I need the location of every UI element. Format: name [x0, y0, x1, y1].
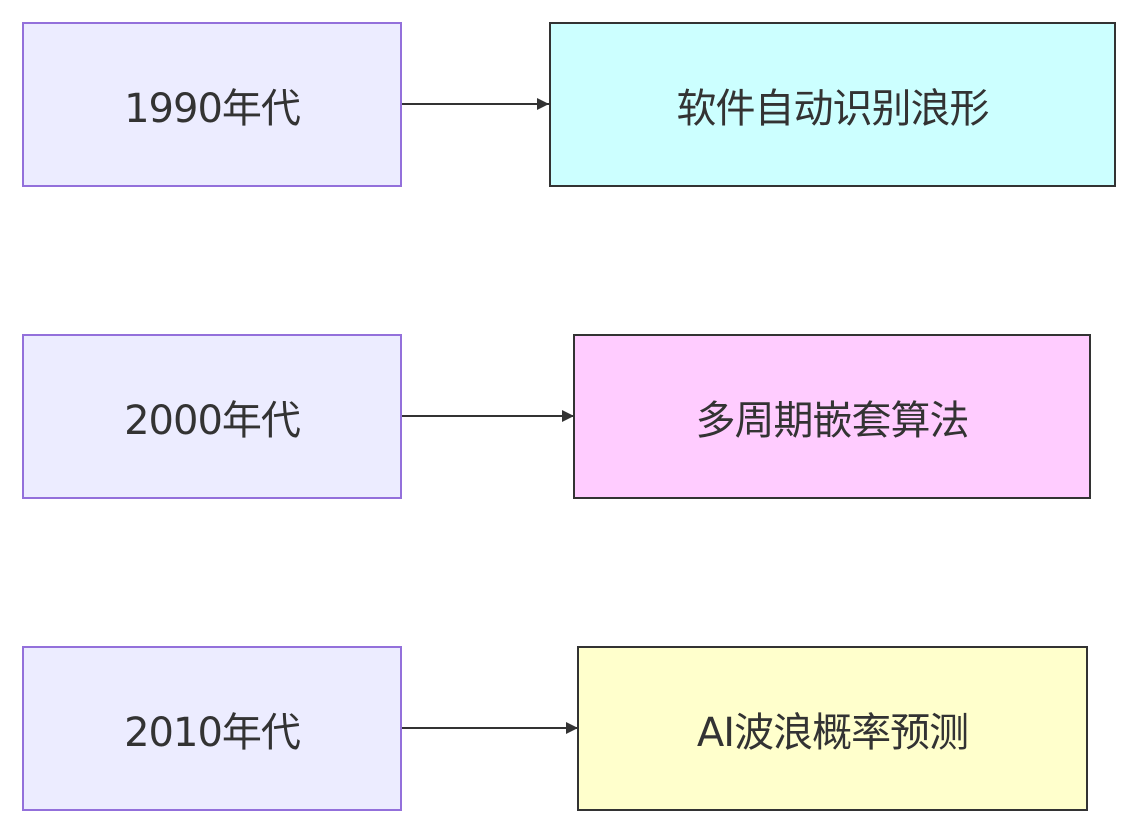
- era-node-1990s: 1990年代: [22, 22, 402, 187]
- era-node-label: 1990年代: [124, 85, 301, 132]
- tech-node-ai-wave-probability-prediction: AI波浪概率预测: [577, 646, 1088, 811]
- era-node-2000s: 2000年代: [22, 334, 402, 499]
- tech-node-label: 多周期嵌套算法: [695, 397, 970, 444]
- era-node-label: 2010年代: [124, 709, 301, 756]
- era-node-2010s: 2010年代: [22, 646, 402, 811]
- tech-node-software-auto-wave-recognition: 软件自动识别浪形: [549, 22, 1116, 187]
- era-node-label: 2000年代: [124, 397, 301, 444]
- tech-node-label: AI波浪概率预测: [696, 709, 969, 756]
- tech-node-multi-cycle-nesting-algorithm: 多周期嵌套算法: [573, 334, 1091, 499]
- tech-node-label: 软件自动识别浪形: [676, 85, 990, 132]
